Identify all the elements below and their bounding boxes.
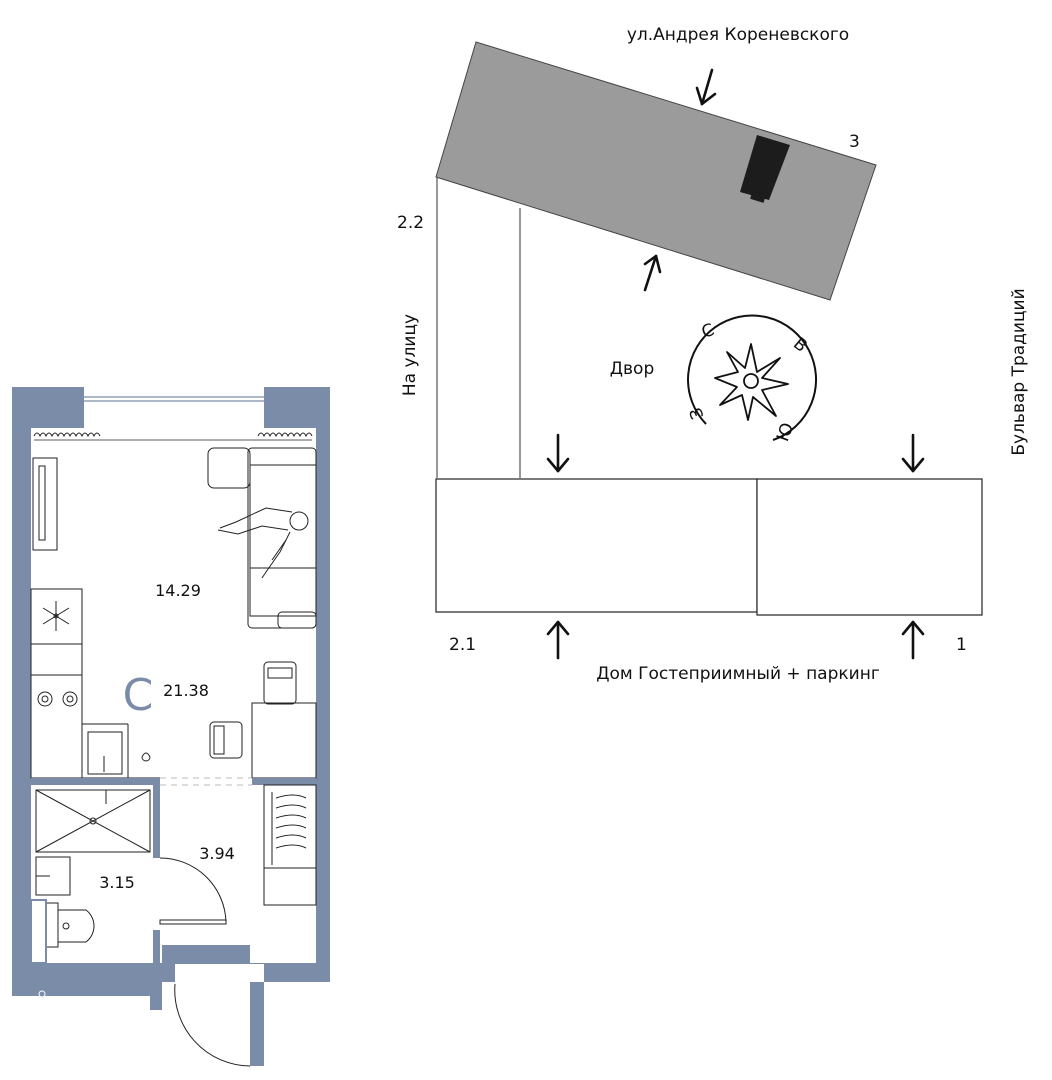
person-icon [217,507,309,579]
hallway-area: 3.94 [199,844,235,863]
window-niche [84,405,264,428]
building-2-1 [435,478,758,613]
washbasin-icon [35,856,71,896]
stove-icon [37,691,78,707]
apartment-type-letter: С [123,670,154,721]
chair-icon [263,661,297,705]
entrance-step [750,191,766,203]
radiator-left-icon [33,432,101,438]
bathroom-door-swing [159,857,227,923]
site-plan: С В Ю З ул.Андрея Кореневского На улицу … [397,25,1029,684]
compass-ring [687,314,818,441]
compass-center [743,373,759,389]
courtyard-label: Двор [610,359,655,379]
sofa-icon [207,447,317,629]
wardrobe-icon [263,784,317,906]
entry-marker [38,990,46,998]
bathroom-wall [153,785,160,858]
building-1 [756,478,983,616]
building-number-2-1: 2.1 [449,635,476,655]
tap-icon [141,752,151,762]
entrance-door-swing [174,983,251,1067]
street-right: Бульвар Традиций [1009,288,1029,455]
bathroom-niche [30,899,47,964]
entry-wall [12,982,264,1066]
floor-plan: 14.29 3.94 3.15 С 21.38 [12,387,330,1067]
street-top: ул.Андрея Кореневского [627,25,849,45]
arrow-icon [695,68,717,106]
arrow-icon [901,620,925,660]
window [84,387,264,405]
arrow-icon [901,433,925,473]
tv-stand [32,457,58,551]
compass-west: З [686,405,709,422]
radiator-right-icon [257,432,313,438]
bathroom-area: 3.15 [99,873,135,892]
building-number-1: 1 [956,635,967,655]
compass: С В Ю З [686,314,818,444]
compass-east: В [789,334,811,357]
arrow-icon [546,620,570,660]
partition-wall [252,778,316,785]
building-3 [435,41,877,301]
street-left: На улицу [400,314,420,396]
shower-icon [35,789,151,853]
compass-star-icon [714,343,789,421]
tv-icon [38,465,46,541]
snowflake-icon [42,601,70,631]
building-number-2-2: 2.2 [397,213,424,233]
partition-wall [31,778,160,785]
building-number-3: 3 [849,132,860,152]
bathroom-wall [153,930,160,963]
arrow-icon [643,254,662,292]
chair-icon [209,721,243,759]
compass-south: Ю [773,420,798,444]
arrow-icon [546,433,570,473]
street-bottom: Дом Гостеприимный + паркинг [596,664,880,684]
bathroom-door-icon [159,919,227,925]
dining-table [251,702,317,779]
sink-icon [87,731,123,775]
toilet-icon [45,902,95,948]
total-area: 21.38 [163,681,209,700]
living-room-area: 14.29 [155,581,201,600]
entrance-block [740,135,790,200]
